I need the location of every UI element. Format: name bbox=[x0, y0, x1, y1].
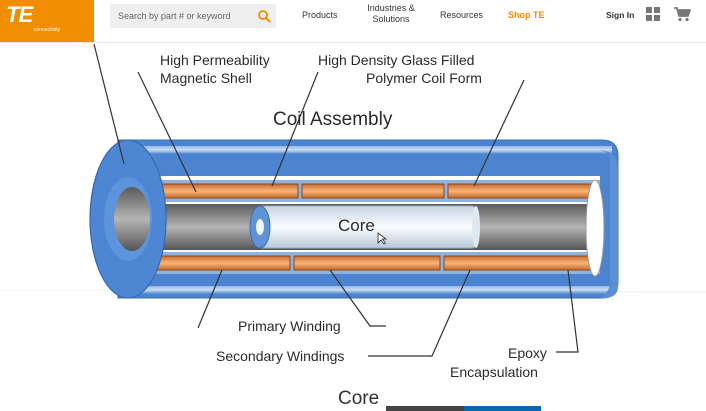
nav-resources[interactable]: Resources bbox=[440, 10, 483, 21]
search-box bbox=[110, 4, 276, 28]
label-core: Core bbox=[338, 216, 375, 235]
shell-highlight-bottom bbox=[118, 286, 612, 294]
site-header: TE connectivity Products Industries & So… bbox=[0, 0, 706, 43]
top-winding-3 bbox=[448, 184, 596, 198]
label-shell-line2: Magnetic Shell bbox=[160, 70, 252, 86]
label-primary-winding: Primary Winding bbox=[238, 318, 341, 334]
coil-assembly-diagram: High Permeability Magnetic Shell High De… bbox=[0, 43, 706, 411]
nav-industries-line1: Industries & bbox=[362, 3, 420, 14]
bottom-winding-3 bbox=[444, 256, 596, 270]
nav-industries-line2: Solutions bbox=[362, 14, 420, 25]
bottom-winding-1 bbox=[150, 256, 290, 270]
cart-icon[interactable] bbox=[673, 6, 691, 22]
grid-icon[interactable] bbox=[646, 7, 660, 21]
top-winding-2 bbox=[302, 184, 444, 198]
label-form-line1: High Density Glass Filled bbox=[318, 52, 474, 68]
label-epoxy-line1: Epoxy bbox=[508, 345, 547, 361]
bottom-winding-2 bbox=[294, 256, 440, 270]
shell-highlight-top bbox=[118, 146, 612, 154]
core-far-end bbox=[472, 206, 480, 248]
top-winding-1 bbox=[150, 184, 298, 198]
te-logo[interactable]: TE connectivity bbox=[0, 0, 94, 42]
diagram-title: Coil Assembly bbox=[273, 109, 393, 130]
logo-mark: TE bbox=[6, 2, 32, 28]
open-end bbox=[586, 180, 604, 276]
label-epoxy-line2: Encapsulation bbox=[450, 364, 538, 380]
video-caption: Core bbox=[338, 388, 379, 410]
label-secondary-windings: Secondary Windings bbox=[216, 348, 344, 364]
search-icon[interactable] bbox=[257, 9, 271, 23]
label-form-line2: Polymer Coil Form bbox=[366, 70, 482, 86]
leader-line-shell-outer bbox=[94, 44, 124, 164]
sign-in-link[interactable]: Sign In bbox=[606, 10, 634, 20]
label-shell-line1: High Permeability bbox=[160, 52, 270, 68]
core-end-hole bbox=[256, 219, 264, 235]
nav-shop-te[interactable]: Shop TE bbox=[508, 10, 545, 21]
nav-industries-solutions[interactable]: Industries & Solutions bbox=[362, 3, 420, 25]
logo-tagline: connectivity bbox=[34, 27, 60, 33]
video-progress-played bbox=[386, 406, 464, 411]
nav-products[interactable]: Products bbox=[302, 10, 338, 21]
search-input[interactable] bbox=[118, 9, 250, 23]
end-face-bore bbox=[114, 187, 150, 251]
